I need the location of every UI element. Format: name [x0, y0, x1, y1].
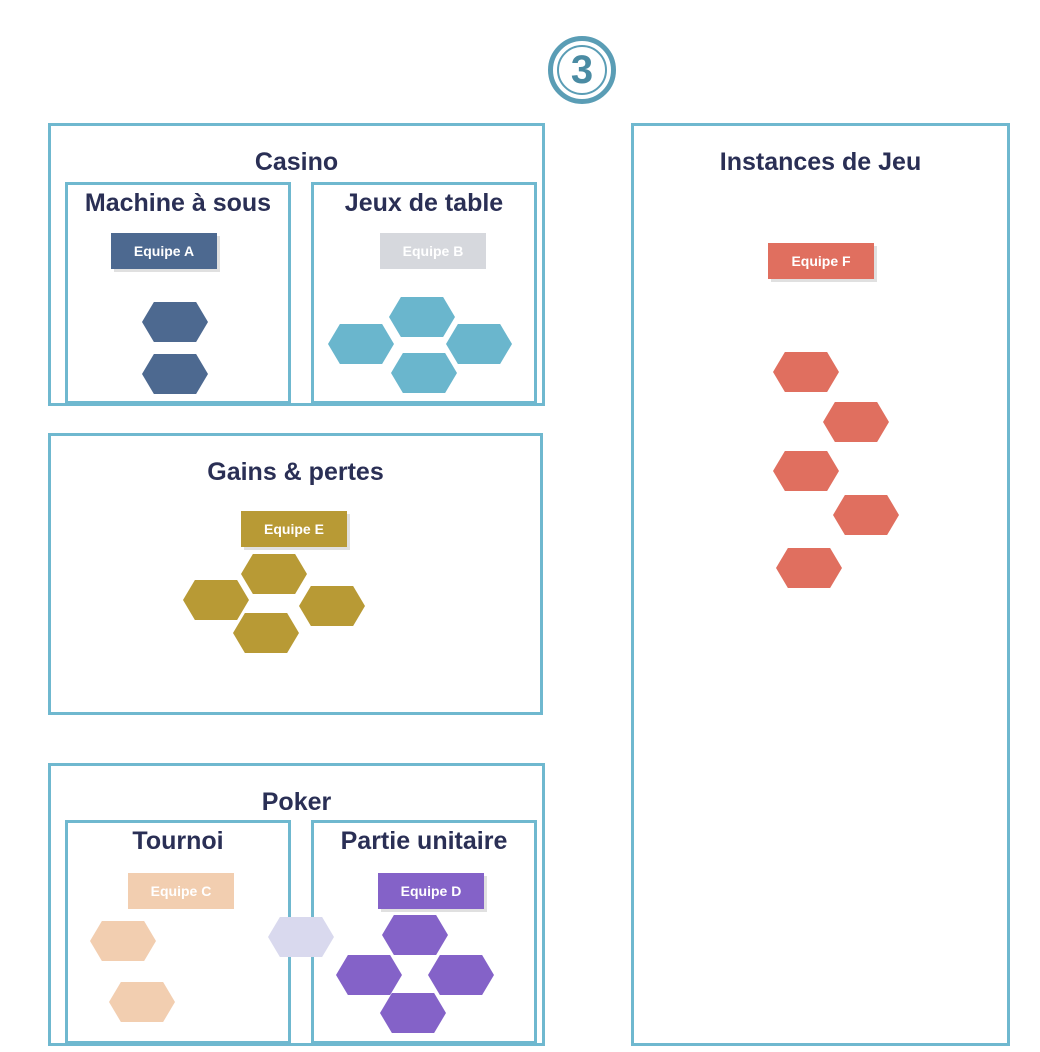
team-c-tag: Equipe C — [128, 873, 234, 909]
team-d-hexagon — [428, 955, 494, 995]
wins-losses-title: Gains & pertes — [207, 458, 384, 486]
team-a-tag: Equipe A — [111, 233, 217, 269]
team-b-hexagon — [389, 297, 455, 337]
team-f-hexagon — [773, 352, 839, 392]
game-instances-box: Instances de Jeu — [631, 123, 1010, 1046]
step-badge-inner-ring — [557, 45, 607, 95]
team-f-tag: Equipe F — [768, 243, 874, 279]
game-instances-title: Instances de Jeu — [719, 148, 922, 176]
team-b-tag: Equipe B — [380, 233, 486, 269]
team-f-hexagon — [776, 548, 842, 588]
team-c-hexagon — [109, 982, 175, 1022]
casino-box: Casino — [48, 123, 545, 406]
team-b-hexagon — [391, 353, 457, 393]
poker-title: Poker — [261, 788, 332, 816]
team-c-hexagon — [90, 921, 156, 961]
table-games-title: Jeux de table — [344, 189, 504, 217]
wins-losses-box: Gains & pertes — [48, 433, 543, 715]
team-e-hexagon — [233, 613, 299, 653]
slot-machine-box: Machine à sous — [65, 182, 291, 404]
team-e-hexagon — [241, 554, 307, 594]
team-e-hexagon — [299, 586, 365, 626]
team-d-tag: Equipe D — [378, 873, 484, 909]
poker-box: Poker — [48, 763, 545, 1046]
single-game-title: Partie unitaire — [340, 827, 508, 855]
team-e-hexagon — [183, 580, 249, 620]
team-f-hexagon — [833, 495, 899, 535]
team-f-hexagon — [773, 451, 839, 491]
table-games-box: Jeux de table — [311, 182, 537, 404]
team-b-hexagon — [328, 324, 394, 364]
team-d-hexagon — [380, 993, 446, 1033]
step-number: 3 — [570, 48, 594, 92]
team-b-hexagon — [446, 324, 512, 364]
slot-machine-title: Machine à sous — [84, 189, 272, 217]
shared-hexagon — [268, 917, 334, 957]
team-a-hexagon — [142, 302, 208, 342]
casino-title: Casino — [254, 148, 339, 176]
tournament-title: Tournoi — [132, 827, 224, 855]
team-d-hexagon — [382, 915, 448, 955]
step-number-badge: 3 — [548, 36, 616, 104]
team-a-hexagon — [142, 354, 208, 394]
team-f-hexagon — [823, 402, 889, 442]
team-d-hexagon — [336, 955, 402, 995]
team-e-tag: Equipe E — [241, 511, 347, 547]
